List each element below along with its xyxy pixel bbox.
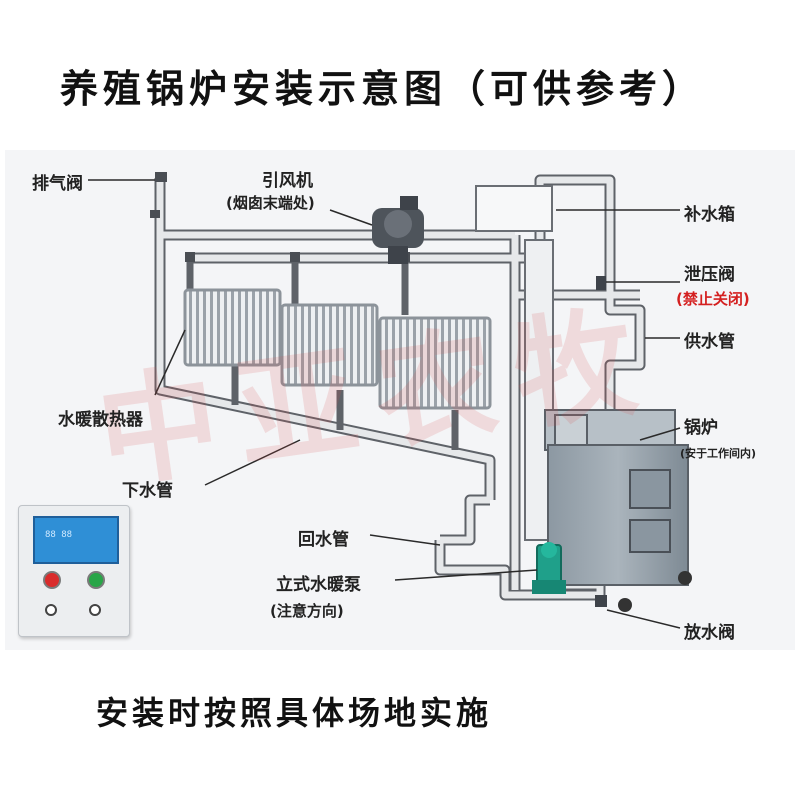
radiator-1 [183,288,282,367]
induced-draft-fan [372,196,424,264]
label-boiler-note: (安于工作间内) [680,447,757,460]
label-induced-fan: 引风机 [262,171,313,191]
makeup-water-tank [475,185,553,232]
control-box: 88 88 [18,505,130,637]
radiator-2 [280,303,379,387]
label-return-pipe: 回水管 [298,530,349,550]
pressure-relief-valve [596,276,606,290]
leader-lines [88,179,681,629]
label-supply-pipe: 供水管 [684,332,735,352]
label-pump-note: (注意方向) [270,602,344,620]
control-display: 88 88 [33,516,119,564]
footer-note: 安装时按照具体场地实施 [96,694,493,732]
radiators [183,288,492,410]
circulation-pump [532,542,566,594]
control-display-text: 88 88 [45,530,73,540]
pipe-network-fill [156,176,644,600]
page-title: 养殖锅炉安装示意图（可供参考） [60,66,706,111]
left-knob[interactable] [45,604,57,616]
boiler [544,409,692,612]
label-exhaust-valve: 排气阀 [32,174,83,194]
label-drain-valve: 放水阀 [684,623,735,643]
stop-button[interactable] [43,571,61,589]
label-relief-valve-note: (禁止关闭) [676,290,750,308]
label-pump: 立式水暖泵 [276,575,361,595]
right-knob[interactable] [89,604,101,616]
label-down-pipe: 下水管 [122,481,173,501]
radiator-3 [378,316,492,410]
drain-valve [595,595,607,607]
label-induced-fan-note: (烟囱末端处) [226,194,315,212]
label-radiator: 水暖散热器 [58,410,143,430]
start-button[interactable] [87,571,105,589]
label-boiler: 锅炉 [684,418,718,438]
label-relief-valve: 泄压阀 [684,265,735,285]
label-makeup-tank: 补水箱 [684,205,735,225]
